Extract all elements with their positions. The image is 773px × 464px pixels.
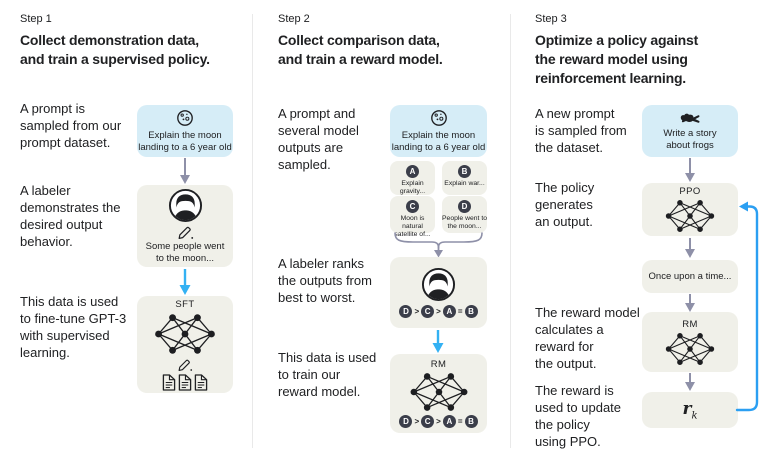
output-letter-badge: C [406, 200, 419, 213]
step2-paragraph-ranks: A labeler ranks the outputs from best to… [278, 256, 372, 305]
step2-labeler-box: D > C > A = B [390, 257, 487, 328]
step1-prompt-box: Explain the moon landing to a 6 year old [137, 105, 233, 157]
rank-separator: > [414, 417, 420, 426]
output-card-text: Explain gravity... [399, 180, 426, 195]
step3-prompt-box: Write a story about frogs [642, 105, 738, 157]
reward-value: rk [682, 398, 698, 422]
output-card-b: B Explain war... [442, 161, 487, 195]
labeler-icon [421, 267, 456, 302]
arrow-down-gray [685, 158, 695, 182]
step3-paragraph-reward: The reward model calculates a reward for… [535, 305, 640, 371]
step3-output-box: Once upon a time... [642, 260, 738, 293]
network-icon [410, 372, 468, 412]
pencil-icon [177, 358, 193, 371]
step3-paragraph-prompt: A new prompt is sampled from the dataset… [535, 106, 627, 155]
step1-heading: Collect demonstration data, and train a … [20, 32, 210, 67]
step2-paragraph-sampled: A prompt and several model outputs are s… [278, 106, 359, 172]
step2-label: Step 2 [278, 13, 310, 25]
output-letter-badge: A [406, 165, 419, 178]
arrow-down-gray [685, 294, 695, 312]
rank-chip: D [399, 305, 413, 318]
output-card-text: People went to the moon... [442, 215, 487, 230]
step2-paragraph-train: This data is used to train our reward mo… [278, 350, 377, 399]
pencil-icon [177, 225, 194, 239]
documents-icon [162, 374, 208, 391]
brace-merge-arrow [394, 232, 483, 258]
step3-output-text: Once upon a time... [648, 270, 732, 282]
rank-chip: B [464, 415, 478, 428]
document-icon [194, 374, 208, 391]
rank-chip: D [399, 415, 413, 428]
step2-heading: Collect comparison data, and train a rew… [278, 32, 443, 67]
output-letter-badge: B [458, 165, 471, 178]
rank-chip: A [442, 415, 456, 428]
frog-icon [679, 110, 702, 125]
step3-label: Step 3 [535, 13, 567, 25]
step1-label: Step 1 [20, 13, 52, 25]
step3-paragraph-policy: The policy generates an output. [535, 180, 595, 229]
rank-chip: A [442, 305, 456, 318]
step3-prompt-text: Write a story about frogs [663, 128, 717, 151]
rm-label: RM [430, 359, 447, 370]
step3-rm-box: RM [642, 312, 738, 372]
sft-label: SFT [175, 298, 195, 310]
moon-icon [176, 109, 194, 127]
step2-prompt-box: Explain the moon landing to a 6 year old [390, 105, 487, 157]
labeler-icon [168, 188, 203, 223]
column-divider [510, 14, 511, 448]
rank-separator: = [457, 417, 463, 426]
arrow-down-gray [180, 158, 190, 184]
step3-reward-box: rk [642, 392, 738, 428]
rm-label: RM [682, 318, 698, 330]
step3-ppo-box: PPO [642, 183, 738, 236]
output-letter-badge: D [458, 200, 471, 213]
network-icon [155, 313, 215, 355]
network-icon [665, 332, 715, 366]
arrow-down-cyan [179, 269, 191, 295]
step1-sft-box: SFT [137, 296, 233, 393]
document-icon [178, 374, 192, 391]
arrow-down-cyan [432, 330, 444, 353]
rank-separator: > [414, 307, 420, 316]
arrow-down-gray [685, 238, 695, 258]
ranking-row: D > C > A = B [399, 415, 478, 428]
rank-chip: C [421, 415, 435, 428]
step3-heading: Optimize a policy against the reward mod… [535, 32, 699, 86]
rank-chip: C [421, 305, 435, 318]
rank-separator: > [436, 307, 441, 316]
rank-separator: = [457, 307, 463, 316]
step2-rm-box: RM D > C > A = B [390, 354, 487, 433]
rank-chip: B [464, 305, 478, 318]
ppo-label: PPO [679, 186, 701, 197]
moon-icon [430, 109, 448, 127]
ranking-row: D > C > A = B [399, 305, 478, 318]
step3-paragraph-update: The reward is used to update the policy … [535, 383, 622, 449]
output-card-text: Explain war... [444, 180, 485, 187]
step1-paragraph-finetune: This data is used to fine-tune GPT-3 wit… [20, 294, 127, 360]
step1-labeler-box: Some people went to the moon... [137, 185, 233, 267]
step1-demonstration-text: Some people went to the moon... [145, 240, 225, 264]
output-card-d: D People went to the moon... [442, 196, 487, 233]
step1-paragraph-labeler: A labeler demonstrates the desired outpu… [20, 183, 121, 249]
output-card-text: Moon is natural satellite of... [394, 215, 431, 238]
step1-prompt-text: Explain the moon landing to a 6 year old [138, 129, 232, 153]
column-divider [252, 14, 253, 448]
document-icon [162, 374, 176, 391]
output-card-a: A Explain gravity... [390, 161, 435, 195]
network-icon [665, 199, 715, 233]
rank-separator: > [436, 417, 441, 426]
step2-prompt-text: Explain the moon landing to a 6 year old [391, 129, 486, 153]
output-card-c: C Moon is natural satellite of... [390, 196, 435, 238]
step1-paragraph-prompt: A prompt is sampled from our prompt data… [20, 101, 122, 150]
arrow-down-gray [685, 373, 695, 391]
